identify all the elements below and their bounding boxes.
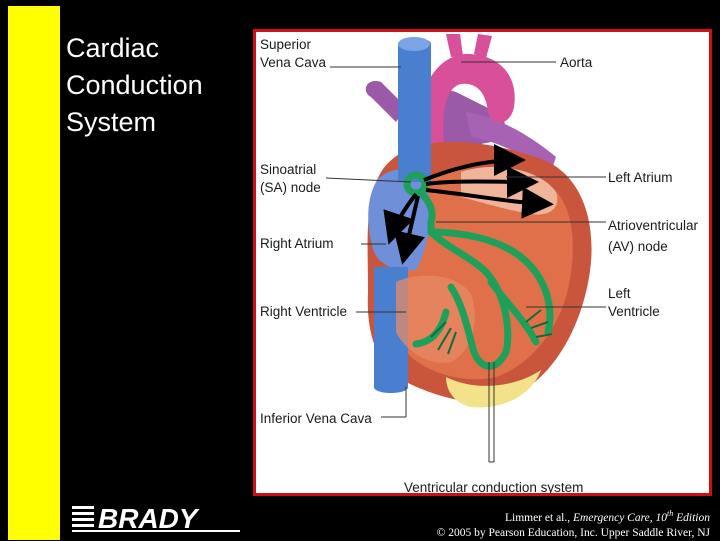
- label-atrioventricular: Atrioventricular: [608, 218, 699, 233]
- citation: Limmer et al., Emergency Care, 10th Edit…: [437, 506, 710, 541]
- brady-logo-text: BRADY: [98, 503, 200, 534]
- heart-diagram: Superior Vena Cava Aorta Sinoatrial (SA)…: [260, 34, 699, 493]
- label-ventricular-conduction: Ventricular conduction system: [404, 480, 583, 493]
- aorta-branch-2: [474, 34, 492, 58]
- label-right-ventricle: Right Ventricle: [260, 304, 347, 319]
- conduction-pathway: [403, 171, 554, 370]
- aorta-shape: [416, 53, 515, 147]
- superior-vena-cava-shape: [398, 38, 431, 182]
- label-aorta: Aorta: [560, 55, 593, 70]
- title-line-3: System: [66, 107, 157, 137]
- label-ventricle: Ventricle: [608, 304, 660, 319]
- label-superior: Superior: [260, 37, 312, 52]
- accent-bar: [8, 6, 60, 540]
- aorta-branch-1: [446, 34, 463, 57]
- leader-lines: [325, 61, 606, 463]
- title-line-2: Conduction: [66, 70, 203, 100]
- label-left: Left: [608, 286, 631, 301]
- label-inferior-vena-cava: Inferior Vena Cava: [260, 411, 372, 426]
- impulse-arrows: [383, 144, 554, 265]
- purkinje-fibers: [430, 309, 553, 355]
- pulmonary-branch-left: [365, 80, 406, 122]
- brady-logo: BRADY: [72, 502, 240, 534]
- heart-diagram-panel: Superior Vena Cava Aorta Sinoatrial (SA)…: [253, 29, 712, 496]
- label-sinoatrial: Sinoatrial: [260, 162, 316, 177]
- label-sa-node: (SA) node: [260, 180, 321, 195]
- citation-line-2: © 2005 by Pearson Education, Inc. Upper …: [436, 526, 710, 539]
- slide-title: Cardiac Conduction System: [66, 30, 246, 141]
- label-av-node: (AV) node: [608, 239, 668, 254]
- label-left-atrium: Left Atrium: [608, 170, 673, 185]
- title-line-1: Cardiac: [66, 33, 160, 63]
- citation-line-1: Limmer et al., Emergency Care, 10th Edit…: [504, 509, 710, 524]
- label-right-atrium: Right Atrium: [260, 236, 334, 251]
- label-vena-cava: Vena Cava: [260, 55, 327, 70]
